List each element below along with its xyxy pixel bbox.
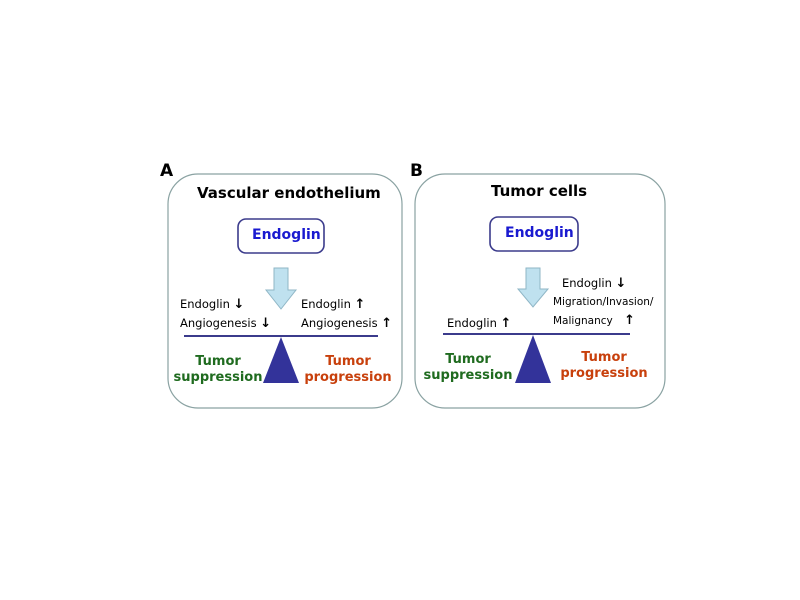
- panel-a-left-line2-text: Angiogenesis: [180, 316, 257, 330]
- panel-b-down-arrow-outline: [516, 267, 550, 308]
- panel-b-right-line3-text: Malignancy: [553, 315, 613, 327]
- panel-b-letter: B: [410, 161, 423, 181]
- panel-a-right-line1-text: Endoglin: [301, 297, 351, 311]
- panel-b-endoglin-box: [489, 216, 579, 252]
- panel-a-down-arrow-outline: [264, 267, 298, 310]
- panel-a-endoglin-box: [237, 218, 325, 254]
- panel-a-left-line1-text: Endoglin: [180, 297, 230, 311]
- panel-b-fulcrum: [515, 335, 551, 383]
- panel-b-right-line3: Malignancy ↑: [553, 314, 635, 327]
- panel-b-right-line1-text: Endoglin: [562, 276, 612, 290]
- arrow-up-icon: ↑: [381, 316, 393, 331]
- panel-a-title: Vascular endothelium: [197, 184, 381, 202]
- panel-b-title: Tumor cells: [491, 182, 588, 200]
- panel-b-left-line1: Endoglin ↑: [447, 317, 511, 330]
- arrow-down-icon: ↓: [233, 297, 245, 312]
- panel-a-fulcrum: [263, 337, 299, 383]
- panel-a-right-line2: Angiogenesis ↑: [301, 317, 392, 330]
- arrow-up-icon: ↑: [354, 297, 366, 312]
- panel-a-right-line1: Endoglin ↑: [301, 298, 365, 311]
- panel-b-left-line1-text: Endoglin: [447, 316, 497, 330]
- panel-a-endoglin-label: Endoglin: [252, 227, 321, 243]
- panel-a-left-line2: Angiogenesis ↓: [180, 317, 271, 330]
- panel-a-letter: A: [160, 161, 174, 181]
- panel-b-right-line1: Endoglin ↓: [562, 277, 626, 290]
- panel-a-left-line1: Endoglin ↓: [180, 298, 244, 311]
- panel-b-right-line2: Migration/Invasion/: [553, 296, 654, 308]
- arrow-down-icon: ↓: [260, 316, 272, 331]
- arrow-up-icon: ↑: [624, 313, 635, 328]
- panel-b-endoglin-label: Endoglin: [505, 225, 574, 241]
- panel-a-right-line2-text: Angiogenesis: [301, 316, 378, 330]
- arrow-up-icon: ↑: [500, 316, 512, 331]
- arrow-down-icon: ↓: [615, 276, 627, 291]
